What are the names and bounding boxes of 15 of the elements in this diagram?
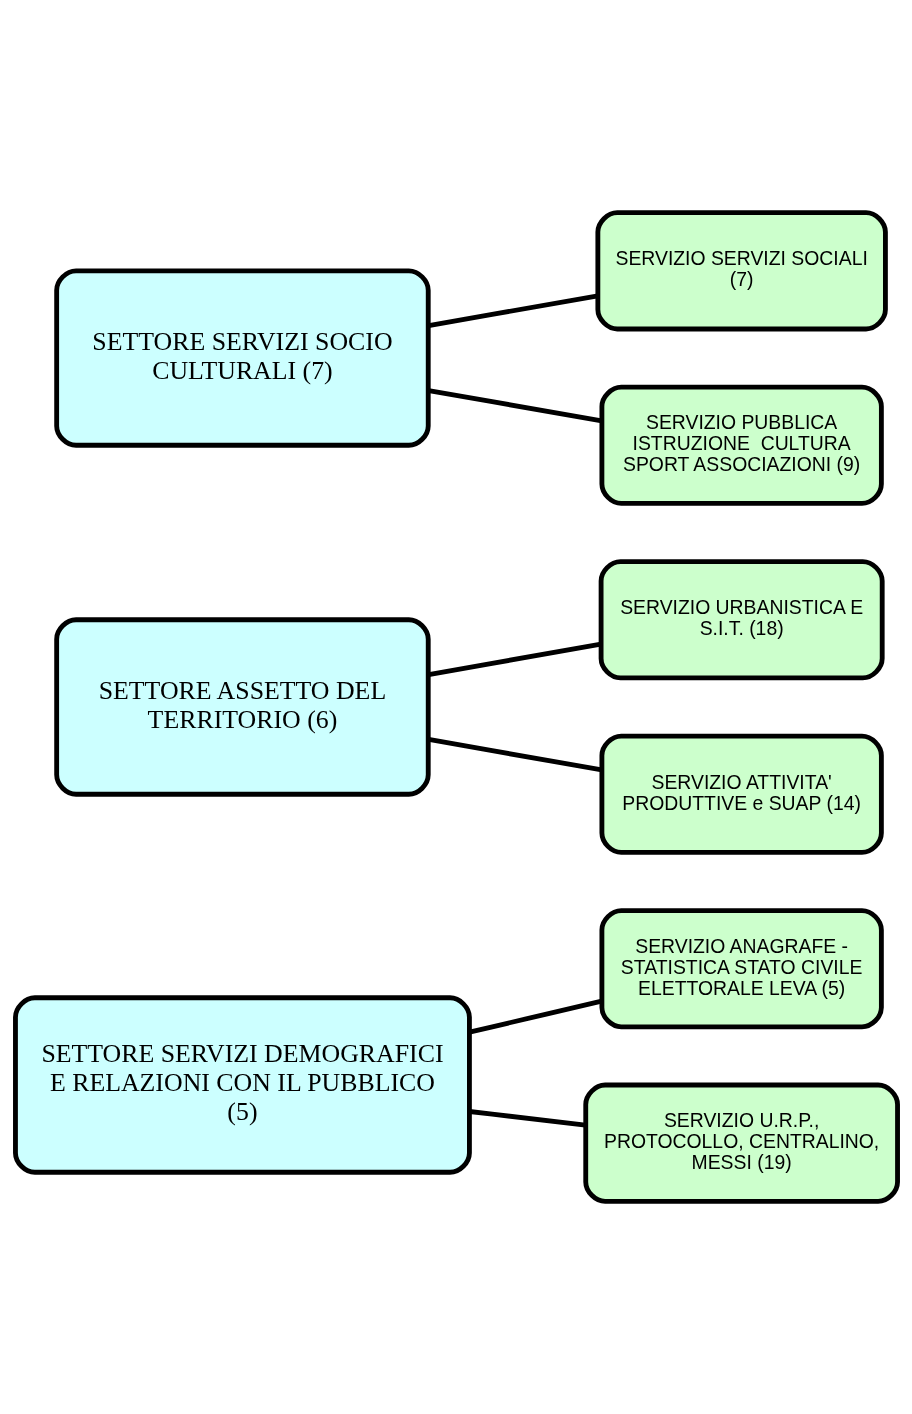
node-box: SERVIZIO SERVIZI SOCIALI (7) <box>594 210 888 332</box>
node-box: SERVIZIO ATTIVITA' PRODUTTIVE e SUAP (14) <box>598 733 884 855</box>
connector <box>427 293 598 328</box>
node-box: SERVIZIO ANAGRAFE - STATISTICA STATO CIVILE ELETTORALE LEVA (5) <box>598 908 884 1030</box>
connector <box>468 998 602 1035</box>
node-box: SERVIZIO URBANISTICA E S.I.T. (18) <box>598 559 885 681</box>
node-box: SERVIZIO PUBBLICA ISTRUZIONE CULTURA SPORT ASSOCIAZIONI (9) <box>598 384 884 506</box>
node-box: SETTORE ASSETTO DEL TERRITORIO (6) <box>53 617 431 797</box>
node-box: SETTORE SERVIZI DEMOGRAFICI E RELAZIONI CON IL PUBBLICO (5) <box>12 995 472 1175</box>
node-box: SERVIZIO U.R.P., PROTOCOLLO, CENTRALINO, MESSI (19) <box>582 1082 900 1204</box>
connector <box>427 737 602 773</box>
node-box: SETTORE SERVIZI SOCIO CULTURALI (7) <box>53 268 431 448</box>
connector <box>427 641 601 677</box>
connector <box>427 388 602 424</box>
connector <box>468 1109 586 1128</box>
